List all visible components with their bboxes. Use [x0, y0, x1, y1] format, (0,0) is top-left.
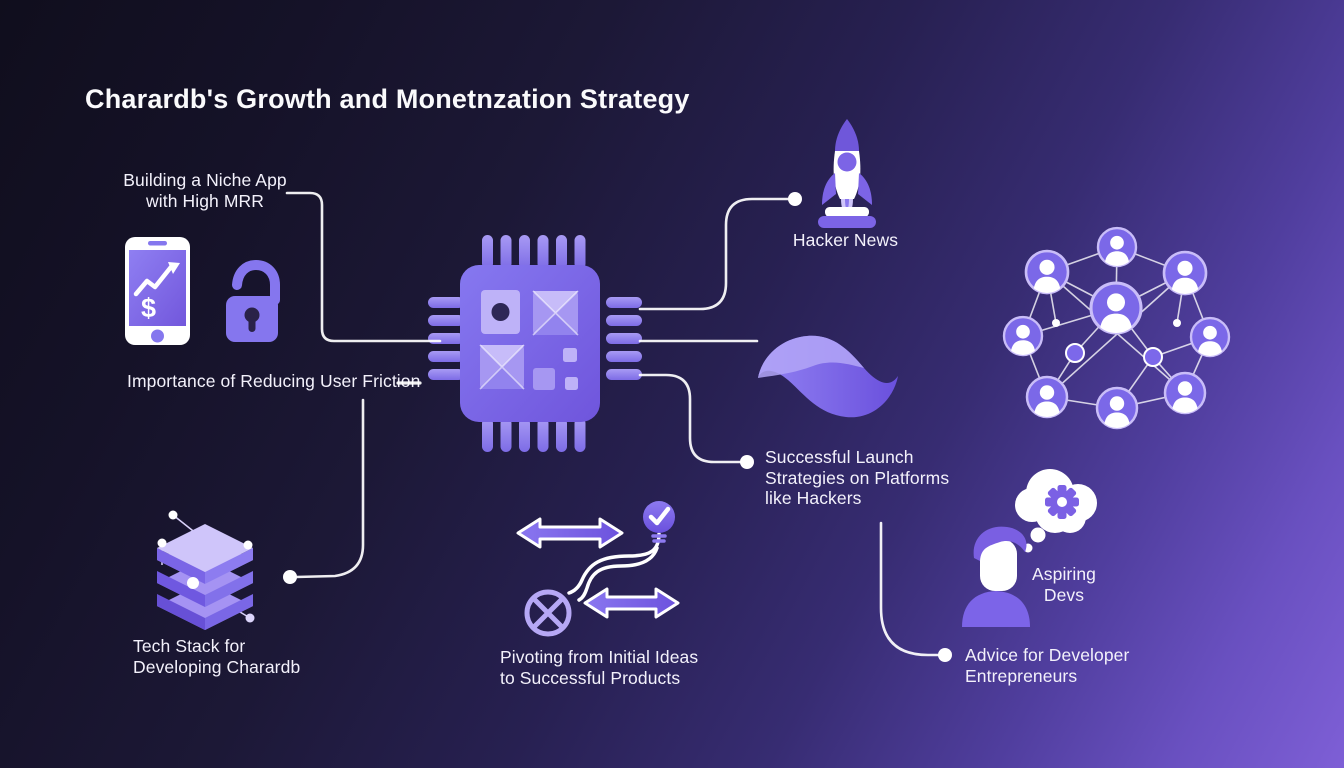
connector-niche-to-cpu: [285, 191, 442, 343]
label-tech-stack: Tech Stack for Developing Charardb: [133, 636, 301, 677]
double-arrow-icon: [583, 587, 680, 619]
label-hacker-news: Hacker News: [792, 230, 899, 250]
label-advice: Advice for Developer Entrepreneurs: [965, 645, 1130, 686]
lightbulb-check-icon: [643, 501, 675, 543]
community-network-icon: [995, 220, 1240, 435]
gear-icon: [1045, 485, 1079, 519]
crossed-circle-icon: [524, 589, 572, 637]
person-icon: [962, 526, 1030, 627]
label-user-friction: Importance of Reducing User Friction: [127, 371, 421, 391]
thinking-developer-icon: [962, 469, 1097, 627]
connector-dot: [283, 570, 297, 584]
label-pivoting: Pivoting from Initial Ideas to Successfu…: [500, 647, 699, 688]
connector-dot: [740, 455, 754, 469]
wave-icon: [758, 335, 898, 418]
thought-bubble-gear-icon: [1015, 469, 1097, 553]
pivot-arrows-icon: [516, 501, 680, 637]
tech-stack-layers-icon: [157, 510, 255, 630]
label-launch-strategies: Successful Launch Strategies on Platform…: [765, 447, 950, 509]
winding-path: [577, 546, 659, 602]
open-lock-icon: [226, 259, 280, 342]
connector-dot: [788, 192, 802, 206]
winding-path: [567, 532, 661, 595]
connector-cpu-to-launch: [638, 373, 742, 464]
phone-growth-icon: $: [125, 237, 190, 345]
page-title: Charardb's Growth and Monetnzation Strat…: [85, 84, 690, 114]
rocket-icon: [818, 119, 876, 228]
connector-launch-to-advice: [879, 521, 940, 657]
double-arrow-icon: [516, 517, 624, 549]
svg-text:$: $: [141, 293, 156, 323]
cpu-chip-icon: [428, 235, 642, 452]
label-aspiring-devs: Aspiring Devs: [1031, 564, 1097, 605]
connector-cpu-to-rocket: [638, 197, 791, 311]
connector-cpu-to-techstack: [294, 398, 365, 579]
label-niche-app: Building a Niche App with High MRR: [123, 170, 287, 211]
connector-dot: [938, 648, 952, 662]
